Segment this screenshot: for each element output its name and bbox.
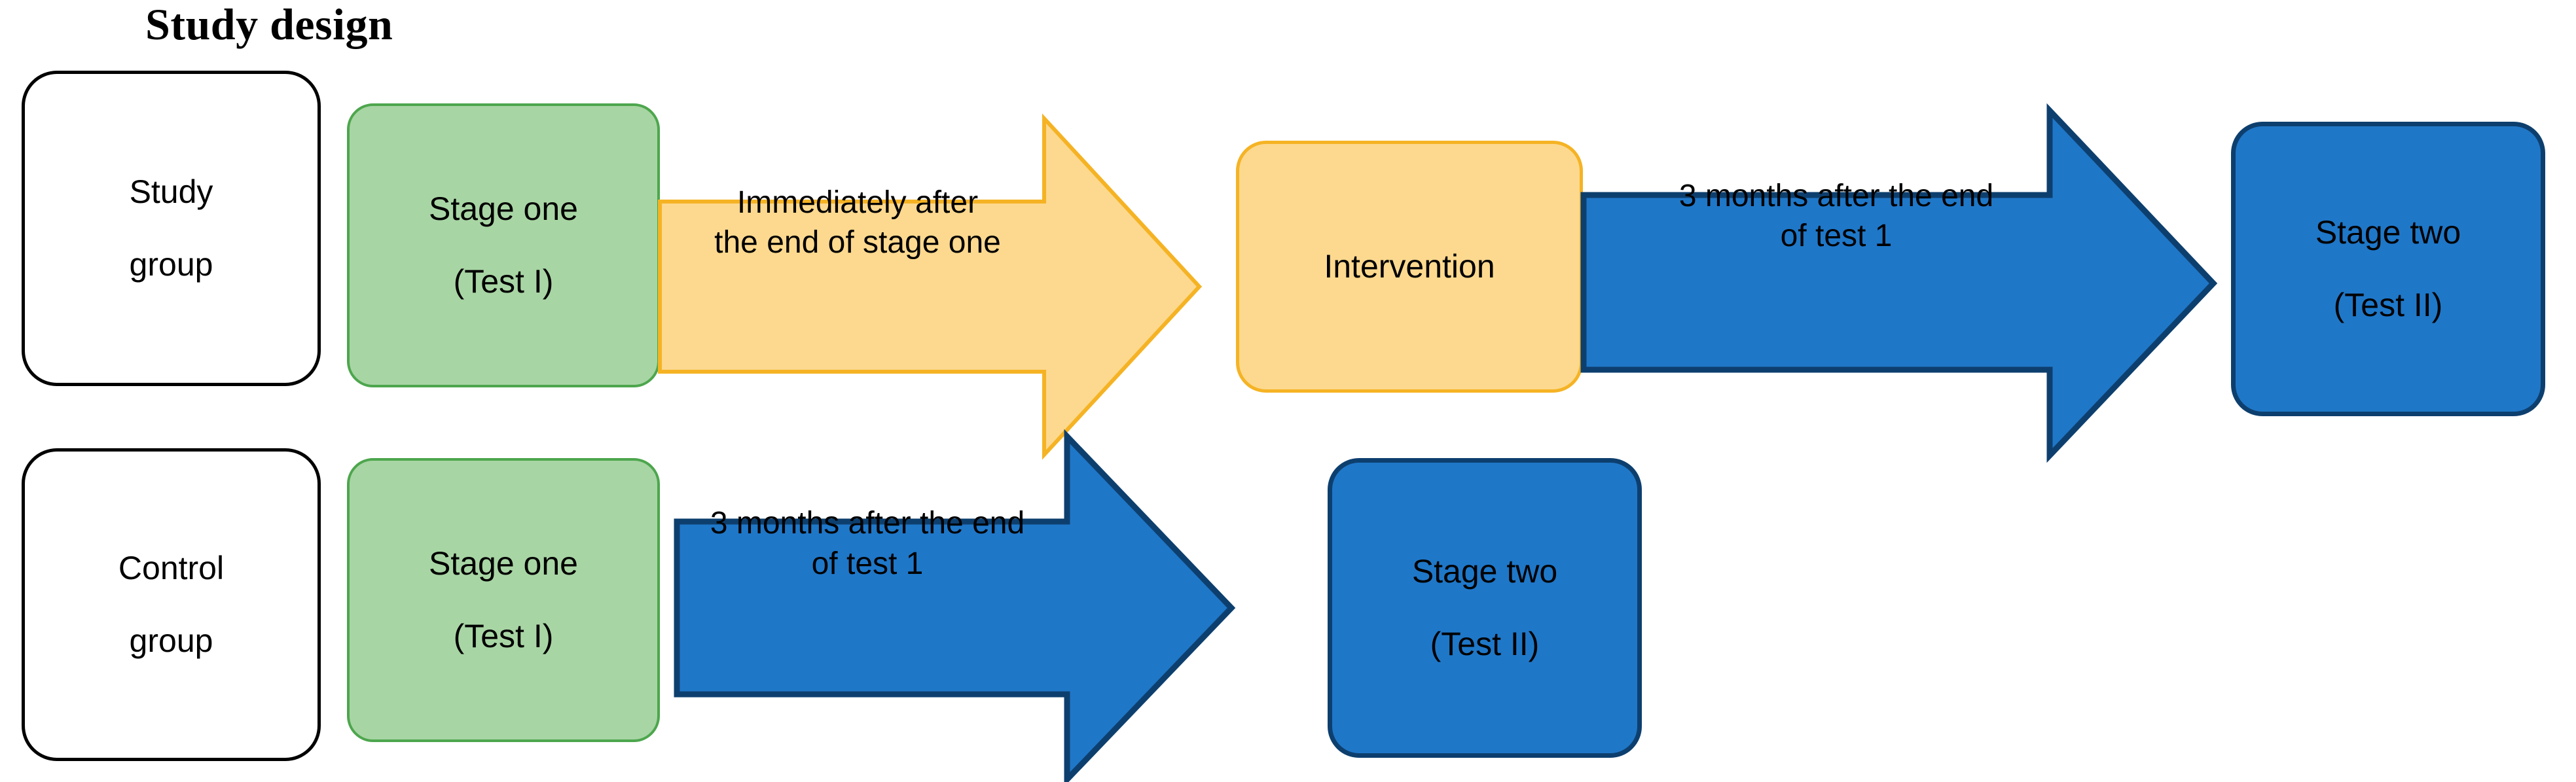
study-three-months-line2: of test 1 (1780, 219, 1893, 253)
control-stage-one-title: Stage one (429, 545, 578, 582)
control-group-label-line2: group (129, 622, 213, 659)
immediately-after-line2: the end of stage one (714, 225, 1001, 260)
study-three-months-line1: 3 months after the end (1678, 178, 1994, 213)
study-three-months-arrow (1580, 103, 2218, 463)
control-three-months-line2: of test 1 (811, 546, 924, 581)
study-three-months-arrow-label: 3 months after the end of test 1 (1607, 141, 2065, 291)
immediately-after-line1: Immediately after (736, 185, 979, 220)
control-stage-two-box: Stage two (Test II) (1328, 458, 1642, 758)
study-stage-one-test: (Test I) (453, 263, 554, 300)
control-three-months-line1: 3 months after the end (710, 506, 1025, 541)
control-stage-one-test: (Test I) (453, 618, 554, 654)
page-title: Study design (145, 0, 393, 49)
control-stage-one-box: Stage one (Test I) (347, 458, 660, 742)
study-stage-two-title: Stage two (2315, 214, 2461, 251)
control-three-months-arrow-label: 3 months after the end of test 1 (694, 470, 1041, 617)
control-stage-two-test: (Test II) (1430, 626, 1540, 662)
study-stage-one-box: Stage one (Test I) (347, 103, 660, 387)
intervention-label: Intervention (1324, 248, 1495, 285)
immediately-after-arrow (658, 113, 1203, 460)
control-group-box: Control group (22, 448, 321, 761)
study-stage-two-test: (Test II) (2333, 287, 2443, 323)
study-stage-two-box: Stage two (Test II) (2231, 122, 2545, 416)
intervention-box: Intervention (1236, 141, 1583, 393)
control-stage-two-title: Stage two (1411, 553, 1558, 590)
study-group-box: Study group (22, 71, 321, 386)
control-three-months-arrow (674, 429, 1236, 782)
immediately-after-arrow-label: Immediately after the end of stage one (674, 147, 1041, 298)
study-stage-one-title: Stage one (429, 190, 578, 227)
control-group-label-line1: Control (118, 550, 225, 586)
study-group-label-line1: Study (129, 173, 213, 210)
study-group-label-line2: group (129, 246, 213, 283)
